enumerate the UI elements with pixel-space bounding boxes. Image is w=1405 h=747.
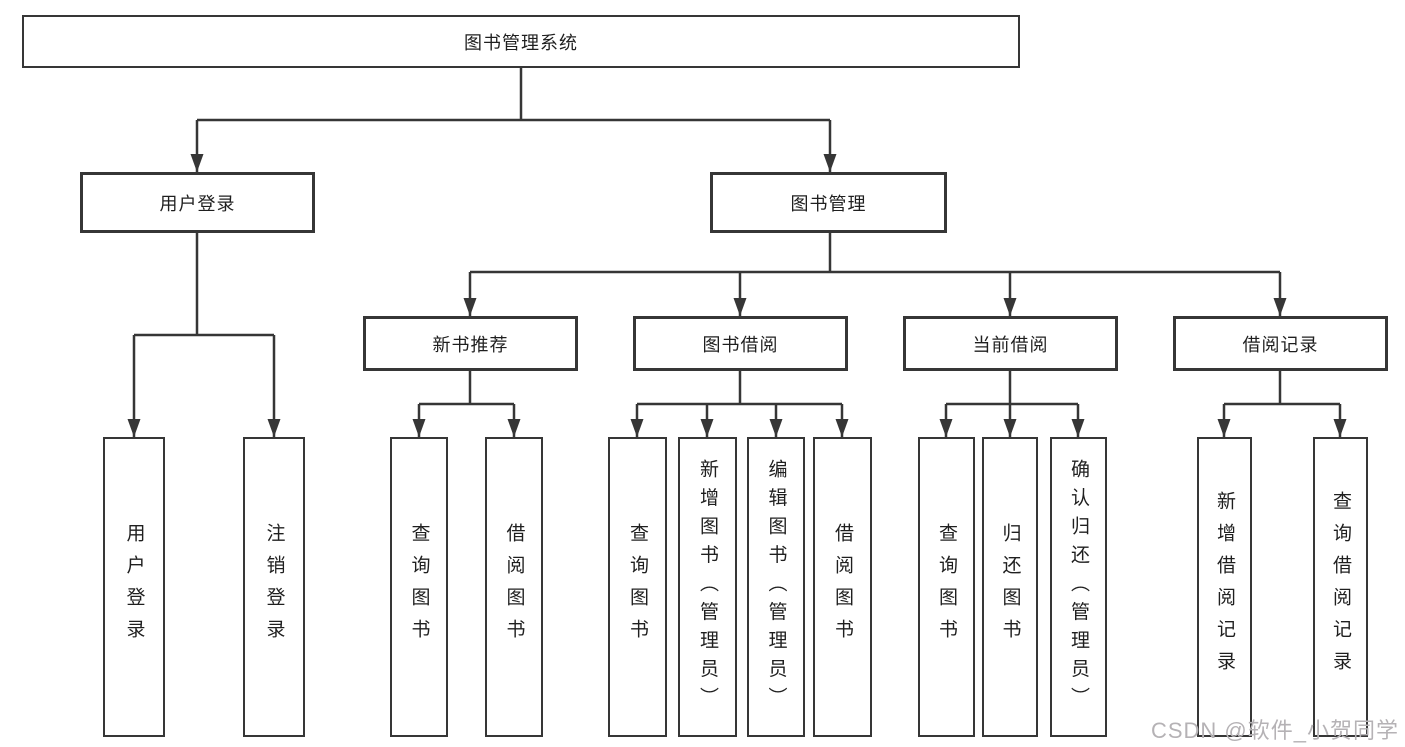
leaf-borrow-books: 借阅图书 — [813, 437, 872, 737]
leaf-user-login: 用户登录 — [103, 437, 165, 737]
leaf-return-books: 归还图书 — [982, 437, 1038, 737]
leaf-borrow-books-recommend: 借阅图书 — [485, 437, 543, 737]
node-book-management-branch: 图书管理 — [710, 172, 947, 233]
leaf-query-books-recommend: 查询图书 — [390, 437, 448, 737]
leaf-logout: 注销登录 — [243, 437, 305, 737]
leaf-add-borrow-record: 新增借阅记录 — [1197, 437, 1252, 737]
leaf-add-books-admin: 新增图书（管理员） — [678, 437, 737, 737]
leaf-query-books-current: 查询图书 — [918, 437, 975, 737]
csdn-watermark: CSDN @软件_小贺同学 — [1150, 718, 1399, 743]
node-current-borrowing: 当前借阅 — [903, 316, 1118, 371]
node-book-borrowing: 图书借阅 — [633, 316, 848, 371]
leaf-query-borrow-record: 查询借阅记录 — [1313, 437, 1368, 737]
node-new-book-recommendation: 新书推荐 — [363, 316, 578, 371]
leaf-edit-books-admin: 编辑图书（管理员） — [747, 437, 805, 737]
leaf-confirm-return-admin: 确认归还（管理员） — [1050, 437, 1107, 737]
node-borrowing-records: 借阅记录 — [1173, 316, 1388, 371]
leaf-query-books-borrow: 查询图书 — [608, 437, 667, 737]
node-user-login-branch: 用户登录 — [80, 172, 315, 233]
node-library-management-system: 图书管理系统 — [22, 15, 1020, 68]
